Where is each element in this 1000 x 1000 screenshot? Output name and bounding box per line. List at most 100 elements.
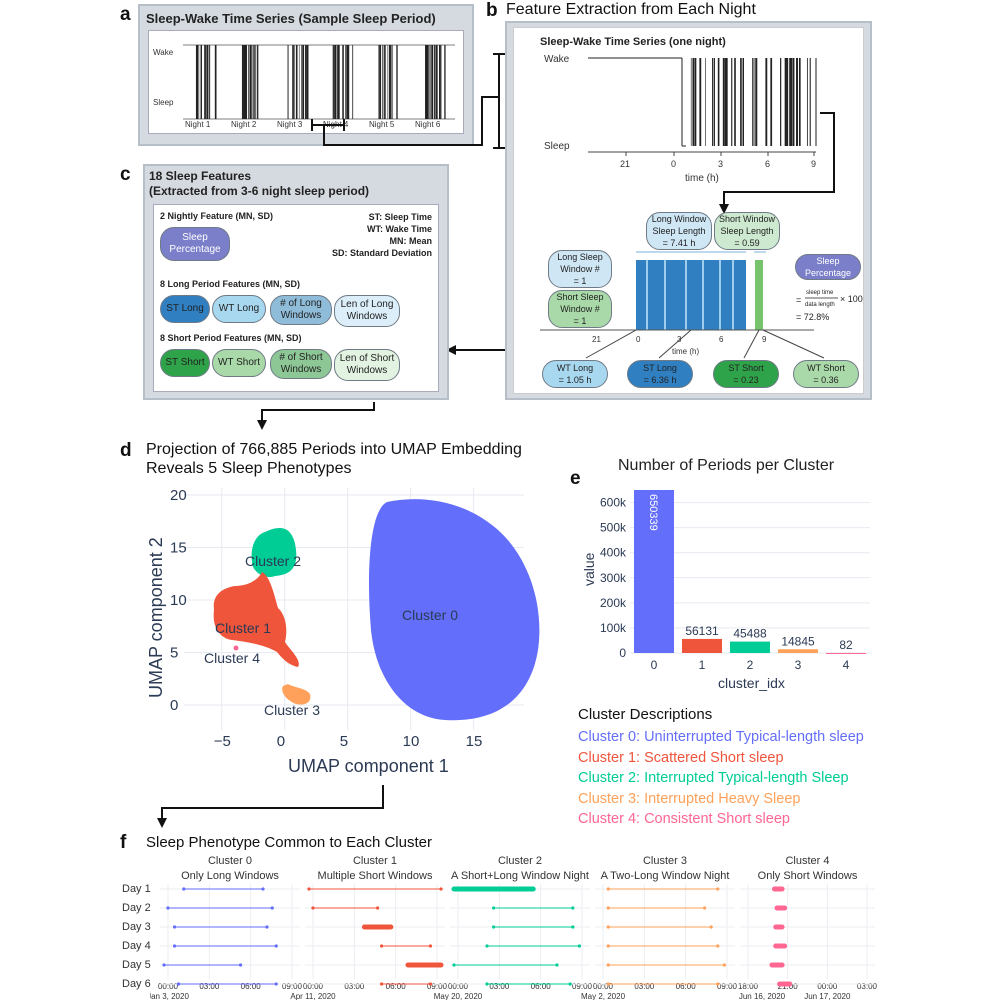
- wake-stripe: [646, 260, 648, 330]
- formula-eq1: =: [796, 295, 801, 305]
- cluster-3-blob: [282, 684, 311, 705]
- window-end-marker: [376, 906, 380, 910]
- window-end-marker: [274, 944, 278, 948]
- b-tick-9: 9: [811, 159, 816, 169]
- wake-stripe: [719, 260, 721, 330]
- window-start-marker: [485, 982, 489, 986]
- window-end-marker: [703, 906, 707, 910]
- bar-ylabel: value: [581, 552, 597, 586]
- night-2-label: Night 2: [231, 120, 257, 129]
- panel-a-title: Sleep-Wake Time Series (Sample Sleep Per…: [146, 11, 436, 26]
- bar-y-tick: 300k: [600, 571, 627, 585]
- panel-b-x-ticks: 21 0 3 6 9: [620, 152, 816, 169]
- day-labels: Day 1 Day 2 Day 3 Day 4 Day 5 Day 6: [122, 880, 151, 994]
- legend-st: ST: Sleep Time: [368, 212, 432, 222]
- wt-short-feature: WT Short: [212, 349, 266, 377]
- st-long-pill: ST Long = 6.36 h: [627, 360, 693, 388]
- panel-b-label: b: [486, 0, 498, 21]
- cluster-4-label: Cluster 4: [204, 650, 260, 666]
- panel-b-wake-label: Wake: [544, 54, 570, 65]
- panel-c: 18 Sleep Features (Extracted from 3-6 ni…: [143, 164, 449, 400]
- len-long-windows-feature: Len of Long Windows: [334, 295, 400, 327]
- subplot-title-0: Cluster 0: [208, 855, 252, 867]
- subplot-date: Apr 11, 2020: [290, 992, 336, 1000]
- window-start-marker: [606, 982, 610, 986]
- long-title: 8 Long Period Features (MN, SD): [160, 279, 301, 289]
- cluster-desc-item-2: Cluster 2: Interrupted Typical-length Sl…: [578, 770, 849, 786]
- b2-tick-0: 0: [636, 335, 641, 344]
- window-start-marker: [172, 925, 177, 929]
- formula-den: data length: [805, 302, 835, 308]
- feature-legend: ST: Sleep Time WT: Wake Time MN: Mean SD…: [332, 211, 432, 259]
- panel-f-label: f: [120, 832, 127, 853]
- bar-y-tick: 200k: [600, 596, 627, 610]
- cluster-desc-title: Cluster Descriptions: [578, 706, 713, 723]
- cluster-2-blob: [251, 528, 297, 578]
- panel-b-night-bars: [690, 58, 811, 146]
- window-end-marker: [439, 887, 443, 891]
- subplot-tick: 03:00: [857, 982, 878, 991]
- subplot-date: May 2, 2020: [581, 992, 626, 1000]
- window-start-marker: [606, 963, 610, 967]
- window-end-marker: [716, 887, 720, 891]
- cluster-desc-item-0: Cluster 0: Uninterrupted Typical-length …: [578, 729, 864, 745]
- night-6-label: Night 6: [415, 120, 441, 129]
- wt-short-pill: WT Short = 0.36: [793, 360, 859, 388]
- window-start-marker: [452, 963, 456, 967]
- bar-4: [826, 652, 866, 654]
- subplot-title-4: Cluster 4: [785, 855, 829, 867]
- subplot-date: Jun 16, 2020: [739, 992, 786, 1000]
- window-start-marker: [485, 944, 489, 948]
- subplot-date: May 20, 2020: [434, 992, 483, 1000]
- window-start-marker: [380, 944, 384, 948]
- sleep-percentage-pill-b: Sleep Percentage: [795, 254, 861, 280]
- b2-tick-6: 6: [719, 335, 724, 344]
- subplot-tick: 09:00: [717, 982, 738, 991]
- len-short-windows-feature: Len of Short Windows: [334, 349, 400, 381]
- umap-xlabel: UMAP component 1: [288, 756, 449, 776]
- subplot-tick: 00:00: [303, 982, 324, 991]
- subplot-date: Jun 17, 2020: [804, 992, 851, 1000]
- num-long-windows-feature: # of Long Windows: [270, 295, 332, 325]
- wt-long-feature: WT Long: [212, 295, 266, 323]
- bar-y-tick: 400k: [600, 546, 627, 560]
- b-tick-6: 6: [765, 159, 770, 169]
- bar-value-label: 45488: [733, 627, 767, 641]
- bar-chart-title: Number of Periods per Cluster: [618, 457, 835, 474]
- subplot-tick: 03:00: [634, 982, 655, 991]
- umap-x-tick: 10: [403, 733, 420, 750]
- legend-wt: WT: Wake Time: [366, 224, 432, 234]
- b-tick-0: 0: [671, 159, 676, 169]
- subplot-tick: 06:00: [531, 982, 552, 991]
- subplot-title-2: Cluster 2: [498, 855, 542, 867]
- subplot-tick: 09:00: [427, 982, 448, 991]
- window-start-marker: [606, 944, 610, 948]
- subplot-tick: 00:00: [817, 982, 838, 991]
- bar-y-tick: 500k: [600, 521, 627, 535]
- subplot-tick: 06:00: [386, 982, 407, 991]
- b-tick-3: 3: [718, 159, 723, 169]
- day-5-label: Day 5: [122, 959, 151, 971]
- window-end-marker: [265, 925, 269, 929]
- panel-a-label: a: [120, 4, 131, 25]
- panel-d-title-1: Projection of 766,885 Periods into UMAP …: [146, 441, 522, 458]
- subplot-subtitle-1: Multiple Short Windows: [318, 870, 433, 882]
- subplot-bg: [595, 884, 735, 1000]
- panel-c-label: c: [120, 164, 131, 185]
- panel-b-heading: Feature Extraction from Each Night: [506, 1, 756, 18]
- bar-value-label: 14845: [781, 634, 815, 648]
- umap-y-tick: 5: [170, 645, 178, 662]
- window-end-marker: [716, 944, 720, 948]
- day-3-label: Day 3: [122, 921, 151, 933]
- subplot-bg: [740, 884, 875, 1000]
- panel-b-xlabel: time (h): [685, 173, 719, 184]
- subplot-subtitle-2: A Short+Long Window Night: [451, 870, 589, 882]
- subplot-tick: 00:00: [448, 982, 469, 991]
- panel-b-sleep-label: Sleep: [544, 141, 570, 152]
- window-start-marker: [307, 887, 311, 891]
- legend-sd: SD: Standard Deviation: [331, 248, 432, 258]
- wake-stripe: [664, 260, 666, 330]
- window-start-marker: [176, 982, 181, 986]
- window-end-marker: [709, 925, 713, 929]
